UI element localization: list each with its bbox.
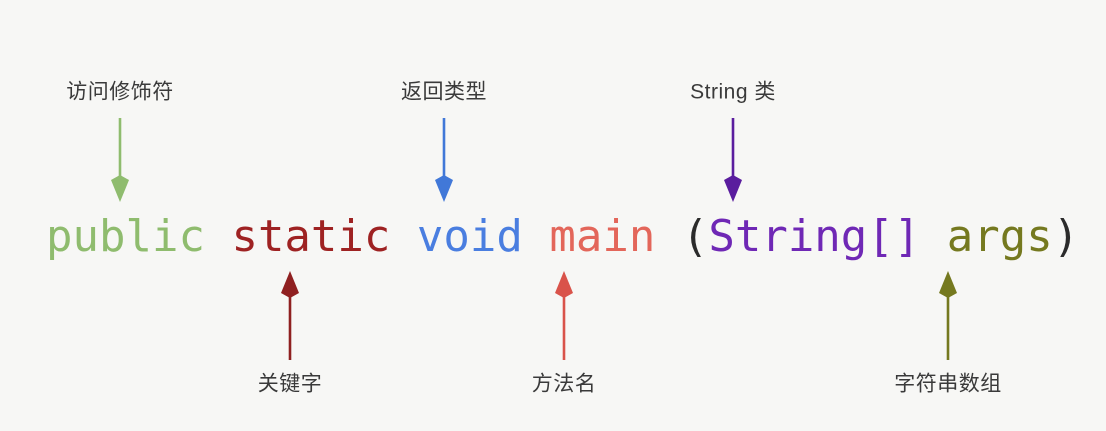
code-token-method-name: main bbox=[549, 211, 656, 262]
code-token-space-3 bbox=[390, 215, 417, 259]
label-string-class: String 类 bbox=[690, 80, 776, 104]
arrow-down-access-modifier bbox=[107, 118, 133, 202]
code-token-return-type: void bbox=[416, 211, 523, 262]
arrow-down-string-class bbox=[720, 118, 746, 202]
label-string-array: 字符串数组 bbox=[894, 372, 1002, 396]
arrow-up-keyword bbox=[277, 271, 303, 360]
arrow-up-method-name bbox=[551, 271, 577, 360]
code-token-space-11 bbox=[920, 215, 947, 259]
code-token-space-5 bbox=[523, 215, 550, 259]
code-token-class-name: String bbox=[708, 211, 868, 262]
arrow-down-return-type bbox=[431, 118, 457, 202]
code-token-punctuation: ( bbox=[681, 211, 709, 262]
code-token-punctuation: ) bbox=[1052, 211, 1080, 262]
label-method-name: 方法名 bbox=[531, 372, 597, 396]
code-token-space-1 bbox=[205, 215, 232, 259]
code-token-space-7 bbox=[655, 215, 682, 259]
code-token-array-brackets: [] bbox=[867, 211, 921, 262]
code-token-keyword: static bbox=[231, 211, 391, 262]
label-keyword: 关键字 bbox=[257, 372, 323, 396]
label-return-type: 返回类型 bbox=[401, 80, 487, 104]
code-line: public static void main (String[] args) bbox=[46, 209, 1079, 265]
code-token-parameter-name: args bbox=[946, 211, 1053, 262]
code-token-access-modifier: public bbox=[46, 211, 205, 262]
label-access-modifier: 访问修饰符 bbox=[66, 80, 174, 104]
arrow-up-string-array bbox=[935, 271, 961, 360]
